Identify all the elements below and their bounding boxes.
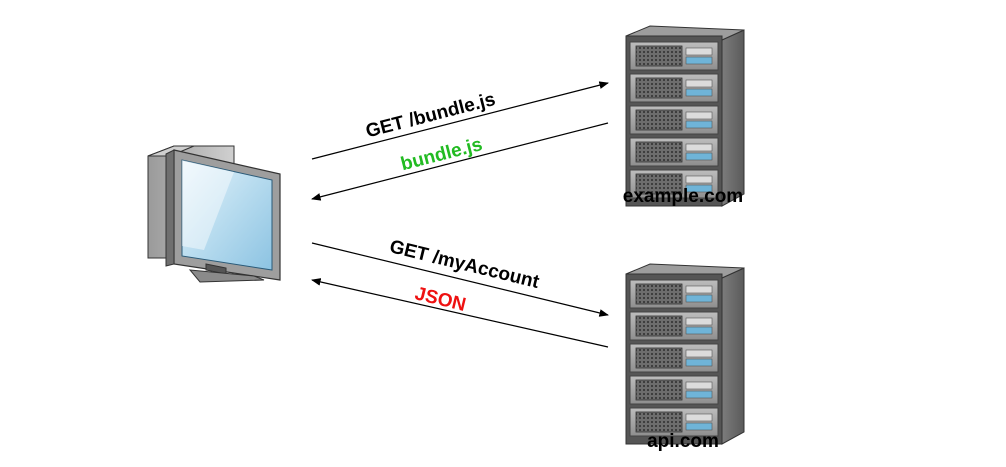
desktop-computer-icon	[147, 145, 281, 283]
request-arrow-bundle	[311, 81, 609, 160]
server-rack-icon-api	[626, 264, 744, 444]
server-rack-icon-example	[626, 26, 744, 206]
message-label-get-account: GET /myAccount	[387, 236, 541, 293]
message-label-json-response: JSON	[413, 283, 468, 316]
response-arrow-bundle	[311, 122, 609, 201]
response-arrow-json	[311, 278, 609, 348]
message-label-bundle-response: bundle.js	[399, 134, 485, 175]
server-label-example: example.com	[623, 186, 743, 207]
request-arrow-account	[311, 242, 609, 317]
server-label-api: api.com	[647, 431, 719, 452]
